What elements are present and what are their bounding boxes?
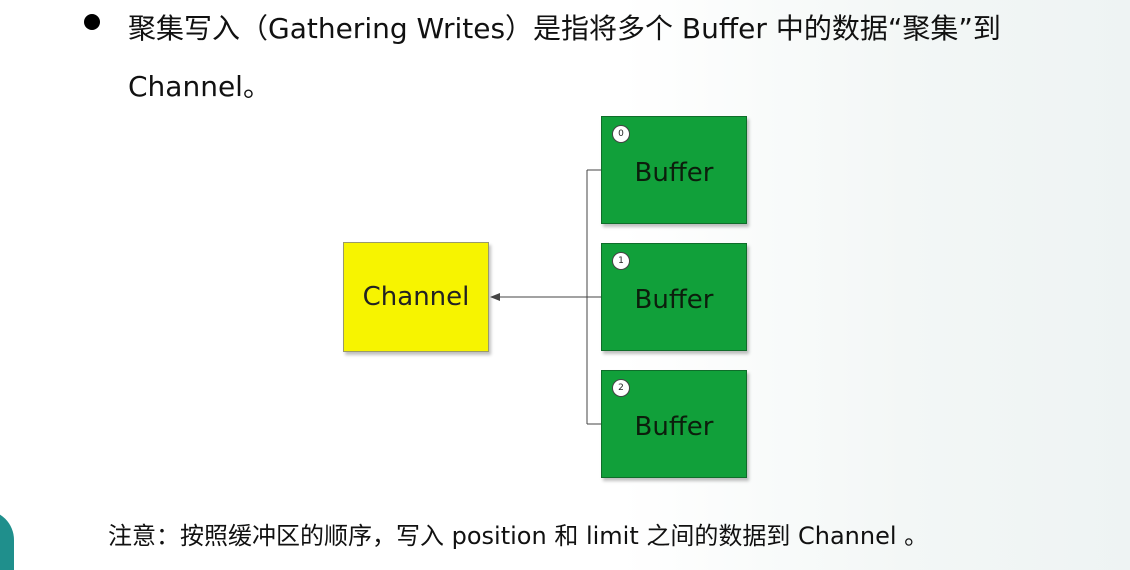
note-text: 注意：按照缓冲区的顺序，写入 position 和 limit 之间的数据到 C… bbox=[108, 522, 929, 550]
buffer-label: Buffer bbox=[634, 285, 714, 315]
buffer-box-1: 1 Buffer bbox=[601, 243, 747, 351]
buffer-box-2: 2 Buffer bbox=[601, 370, 747, 478]
channel-box: Channel bbox=[343, 242, 489, 352]
connector-lines bbox=[490, 169, 601, 425]
intro-paragraph: 聚集写入（Gathering Writes）是指将多个 Buffer 中的数据“… bbox=[128, 12, 1001, 103]
buffer-index-badge: 1 bbox=[612, 252, 630, 270]
buffer-label: Buffer bbox=[634, 412, 714, 442]
bullet-icon bbox=[84, 14, 100, 30]
buffer-box-0: 0 Buffer bbox=[601, 116, 747, 224]
buffer-index-badge: 2 bbox=[612, 379, 630, 397]
channel-label: Channel bbox=[362, 282, 470, 312]
buffer-label: Buffer bbox=[634, 158, 714, 188]
buffer-index-badge: 0 bbox=[612, 125, 630, 143]
